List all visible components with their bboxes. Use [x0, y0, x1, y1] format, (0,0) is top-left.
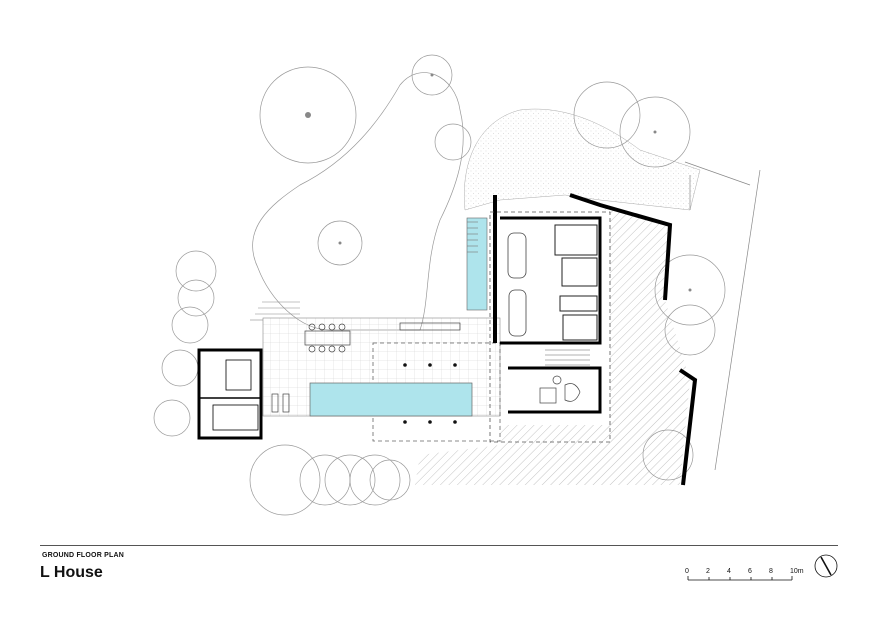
tree-w-3: [171, 306, 209, 344]
pool-house: [197, 348, 263, 440]
pergola-columns: [403, 363, 457, 424]
outdoor-counter: [399, 322, 461, 331]
title-rule: [40, 545, 838, 546]
tree-s-3: [324, 454, 376, 506]
stairs: [545, 349, 590, 366]
scale-bar-labels: 0 2 4 6 8 10m: [685, 568, 804, 575]
drawing-title: L House: [40, 564, 103, 581]
tree-w-5: [153, 399, 191, 437]
tree-se: [642, 429, 694, 481]
tree-w-4: [161, 349, 199, 387]
east-wall: [569, 193, 673, 301]
living-furniture: [539, 375, 581, 404]
east-wall-lower: [678, 368, 698, 486]
scale-tick-4: 4: [727, 568, 731, 575]
tree-east-2: [664, 304, 716, 356]
scale-tick-6: 6: [748, 568, 752, 575]
stipple-zone-north: [464, 108, 701, 211]
sun-loungers: [271, 393, 290, 413]
swimming-pool: [309, 382, 473, 417]
scale-bar: [687, 576, 793, 581]
garage-cars: [507, 232, 527, 337]
dining-table: [304, 323, 351, 353]
tree-center: [317, 220, 363, 266]
tree-ne-1: [573, 81, 641, 149]
scale-tick-0: 0: [685, 568, 689, 575]
tree-s-4: [349, 454, 401, 506]
house-walls: [493, 193, 698, 486]
tree-w-1: [175, 250, 217, 292]
trees: [153, 54, 726, 516]
tree-north: [411, 54, 453, 96]
garden-lawn-outline: [252, 72, 464, 331]
tree-s-5: [369, 459, 411, 501]
site-boundary: [684, 161, 761, 471]
tree-north-small: [434, 123, 472, 161]
scale-tick-10: 10m: [790, 568, 804, 575]
tree-large-nw: [259, 66, 357, 164]
tree-s-1: [249, 444, 321, 516]
north-steps: [467, 221, 478, 253]
tree-ne-2: [619, 96, 691, 168]
tree-trunks: [305, 73, 692, 292]
scale-tick-8: 8: [769, 568, 773, 575]
house-dashed-footprint: [489, 211, 611, 443]
scale-tick-2: 2: [706, 568, 710, 575]
tree-east-1: [654, 254, 726, 326]
hatch-zone-east: [415, 205, 690, 485]
garage-outline: [500, 216, 602, 345]
pool-strip: [466, 217, 488, 311]
tree-w-2: [177, 279, 215, 317]
north-arrow-icon: [814, 554, 838, 578]
terrace-steps: [250, 301, 300, 321]
drawing-subtitle: GROUND FLOOR PLAN: [42, 552, 124, 559]
service-rooms: [554, 224, 598, 341]
living-wing-wall: [508, 366, 602, 414]
